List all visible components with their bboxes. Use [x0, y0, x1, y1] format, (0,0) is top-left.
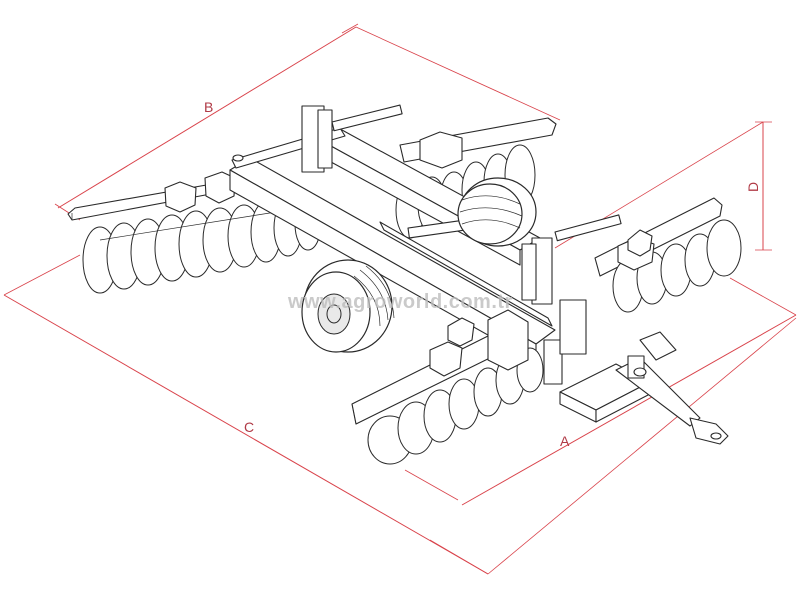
dimension-a: A	[404, 277, 797, 575]
hydraulic-cylinder-front	[554, 214, 622, 242]
watermark-text: www.agroworld.com.tr	[287, 291, 513, 313]
dimension-label-c: C	[244, 419, 254, 435]
front-left-disc-gang	[351, 317, 544, 465]
center-tower	[487, 299, 587, 385]
dimension-label-a: A	[560, 433, 570, 449]
drawbar-hitch	[559, 331, 729, 445]
transport-wheels	[301, 177, 537, 353]
hydraulic-cylinder-rear	[331, 104, 403, 132]
dimension-c: C	[3, 254, 489, 575]
dimension-label-b: B	[204, 99, 213, 115]
disc-row-front-left	[367, 347, 544, 465]
wheel-rear	[457, 177, 537, 247]
dimension-lines: B D C A	[3, 23, 797, 575]
wheel-front	[301, 259, 395, 353]
front-right-disc-gang	[594, 197, 742, 313]
dimension-label-d: D	[745, 182, 761, 192]
